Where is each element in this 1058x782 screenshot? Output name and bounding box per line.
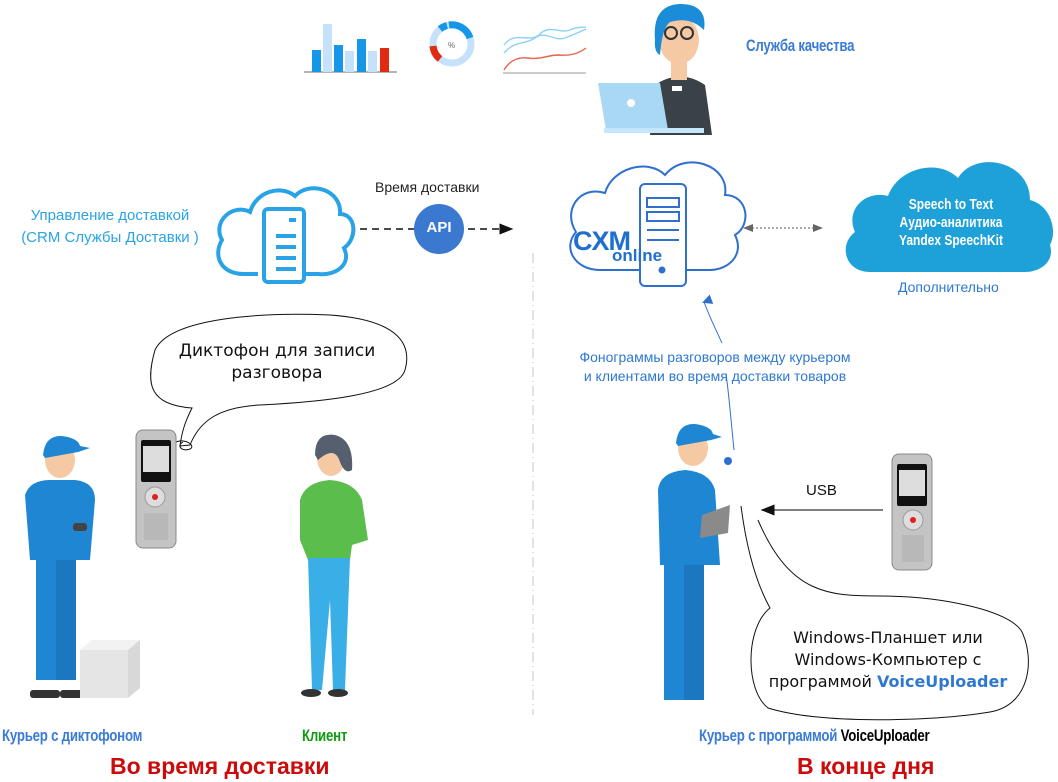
optional-label: Дополнительно xyxy=(898,279,999,295)
device-bubble-line3: программой VoiceUploader xyxy=(752,671,1024,693)
recorder-bubble-text: Диктофон для записи разговора xyxy=(152,340,402,384)
courier-recorder-label: Курьер с диктофоном xyxy=(2,726,143,745)
delivery-time-label: Время доставки xyxy=(375,179,480,195)
phase-end-of-day: В конце дня xyxy=(797,753,935,779)
speech-cloud-text: Speech to Text Аудио-аналитика Yandex Sp… xyxy=(862,196,1040,250)
api-label: API xyxy=(426,219,452,236)
cxm-logo-text: CXM xyxy=(573,226,631,256)
yandex-speechkit-label: Yandex SpeechKit xyxy=(898,232,1004,249)
courier-app-label-prefix: Курьер с программой xyxy=(699,726,841,745)
recorder-bubble-line1: Диктофон для записи xyxy=(178,341,376,361)
courier-with-tablet-illustration xyxy=(658,423,730,700)
usb-label: USB xyxy=(806,482,837,499)
quality-specialist-illustration xyxy=(598,4,712,135)
speech-bubble-device xyxy=(740,505,1029,721)
courier-with-recorder-illustration xyxy=(25,435,140,698)
device-bubble-line2: Windows-Компьютер с xyxy=(794,650,982,669)
crm-label: Управление доставкой (CRM Службы Доставк… xyxy=(5,205,215,249)
phonograms-line1: Фонограммы разговоров между курьером xyxy=(579,349,851,365)
donut-chart-icon xyxy=(429,21,475,67)
phonograms-label: Фонограммы разговоров между курьером и к… xyxy=(540,348,890,386)
voice-recorder-icon xyxy=(135,429,177,549)
audio-analytics-label: Аудио-аналитика xyxy=(899,214,1003,231)
line-chart-icon xyxy=(503,26,587,74)
recorder-bubble-line2: разговора xyxy=(231,363,323,383)
cxm-cloud-icon xyxy=(569,161,747,287)
speech-cloud-icon xyxy=(845,162,1054,272)
speech-bubble-recorder xyxy=(150,313,408,447)
phase-during-delivery: Во время доставки xyxy=(110,753,330,779)
client-label: Клиент xyxy=(302,726,348,745)
client-illustration xyxy=(300,434,368,697)
crm-label-line1: Управление доставкой xyxy=(30,207,190,224)
voiceuploader-app-name: VoiceUploader xyxy=(876,672,1008,691)
donut-label: % xyxy=(448,41,455,50)
courier-app-label: Курьер с программой VoiceUploader xyxy=(699,726,930,746)
cxm-online-text: online xyxy=(612,246,663,265)
api-badge xyxy=(414,204,464,254)
device-bubble-line1: Windows-Планшет или xyxy=(793,628,983,647)
speech-to-text-label: Speech to Text xyxy=(908,196,994,213)
voice-recorder-usb-icon xyxy=(891,453,933,571)
phonograms-line2: и клиентами во время доставки товаров xyxy=(583,368,847,384)
connection-point xyxy=(724,457,732,465)
courier-app-name: VoiceUploader xyxy=(840,726,930,745)
bar-chart-icon xyxy=(304,24,397,73)
device-bubble-line3-prefix: программой xyxy=(768,672,877,691)
crm-label-line2: (CRM Службы Доставки ) xyxy=(21,229,199,246)
crm-cloud-icon xyxy=(216,186,356,284)
device-bubble-text: Windows-Планшет или Windows-Компьютер с … xyxy=(752,627,1024,693)
quality-service-label: Служба качества xyxy=(746,36,855,55)
